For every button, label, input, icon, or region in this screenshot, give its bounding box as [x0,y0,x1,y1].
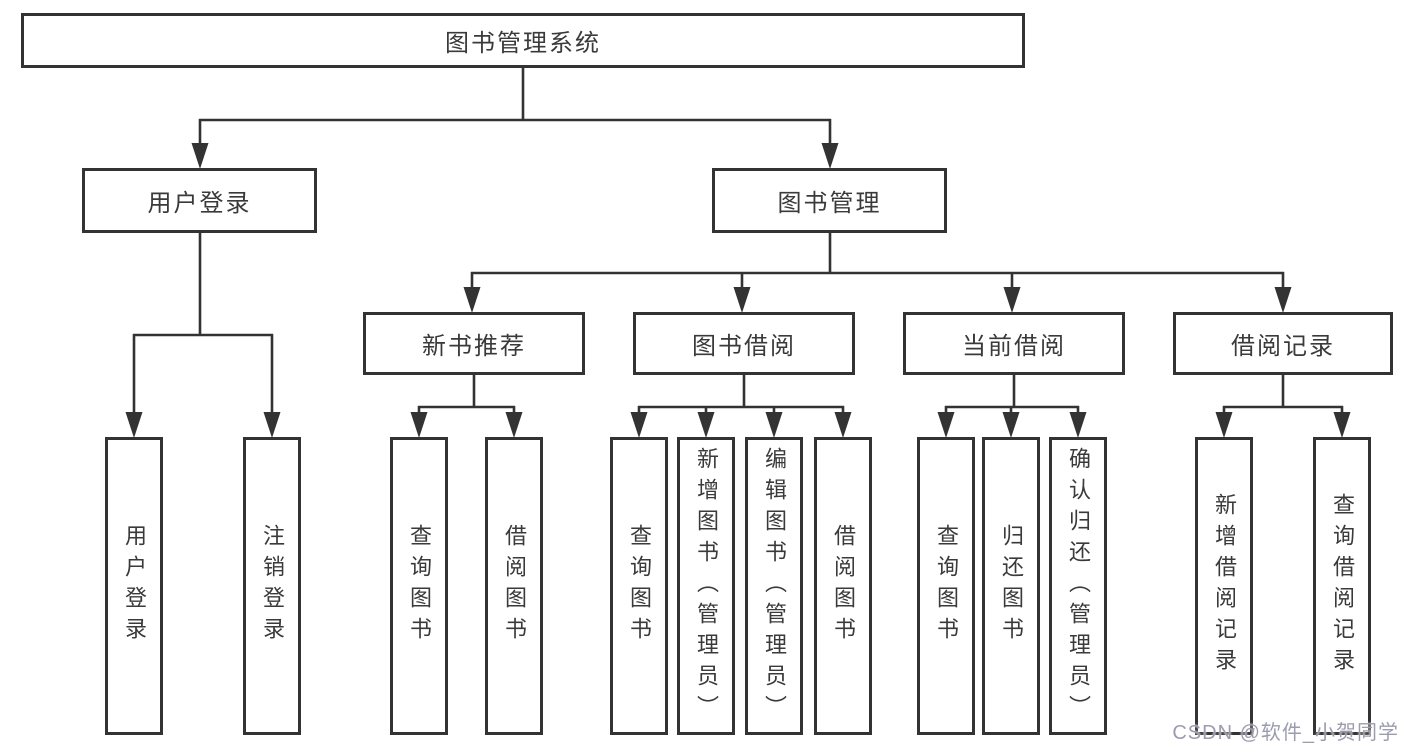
leaf-return-books: 归还图书 [982,437,1040,735]
node-current-borrow: 当前借阅 [903,312,1125,375]
leaf-query-books-current: 查询图书 [917,437,975,735]
leaf-add-books-admin: 新增图书（管理员） [677,437,735,735]
leaf-query-books-borrow: 查询图书 [610,437,668,735]
leaf-edit-books-admin: 编辑图书（管理员） [745,437,803,735]
leaf-query-books-recommend: 查询图书 [390,437,448,735]
node-borrow-records: 借阅记录 [1173,312,1393,375]
watermark: CSDN @软件_小贺同学 [1172,722,1399,744]
node-book-management: 图书管理 [712,168,947,233]
node-book-borrow: 图书借阅 [633,312,855,375]
node-new-book-recommend: 新书推荐 [363,312,585,375]
node-user-login: 用户登录 [82,168,317,233]
leaf-borrow-books-recommend: 借阅图书 [485,437,543,735]
leaf-borrow-books: 借阅图书 [814,437,872,735]
leaf-logout: 注销登录 [243,437,301,735]
node-library-system: 图书管理系统 [21,13,1025,68]
leaf-add-borrow-record: 新增借阅记录 [1195,437,1253,735]
leaf-query-borrow-record: 查询借阅记录 [1313,437,1371,735]
leaf-confirm-return-admin: 确认归还（管理员） [1049,437,1107,735]
leaf-user-login: 用户登录 [105,437,163,735]
